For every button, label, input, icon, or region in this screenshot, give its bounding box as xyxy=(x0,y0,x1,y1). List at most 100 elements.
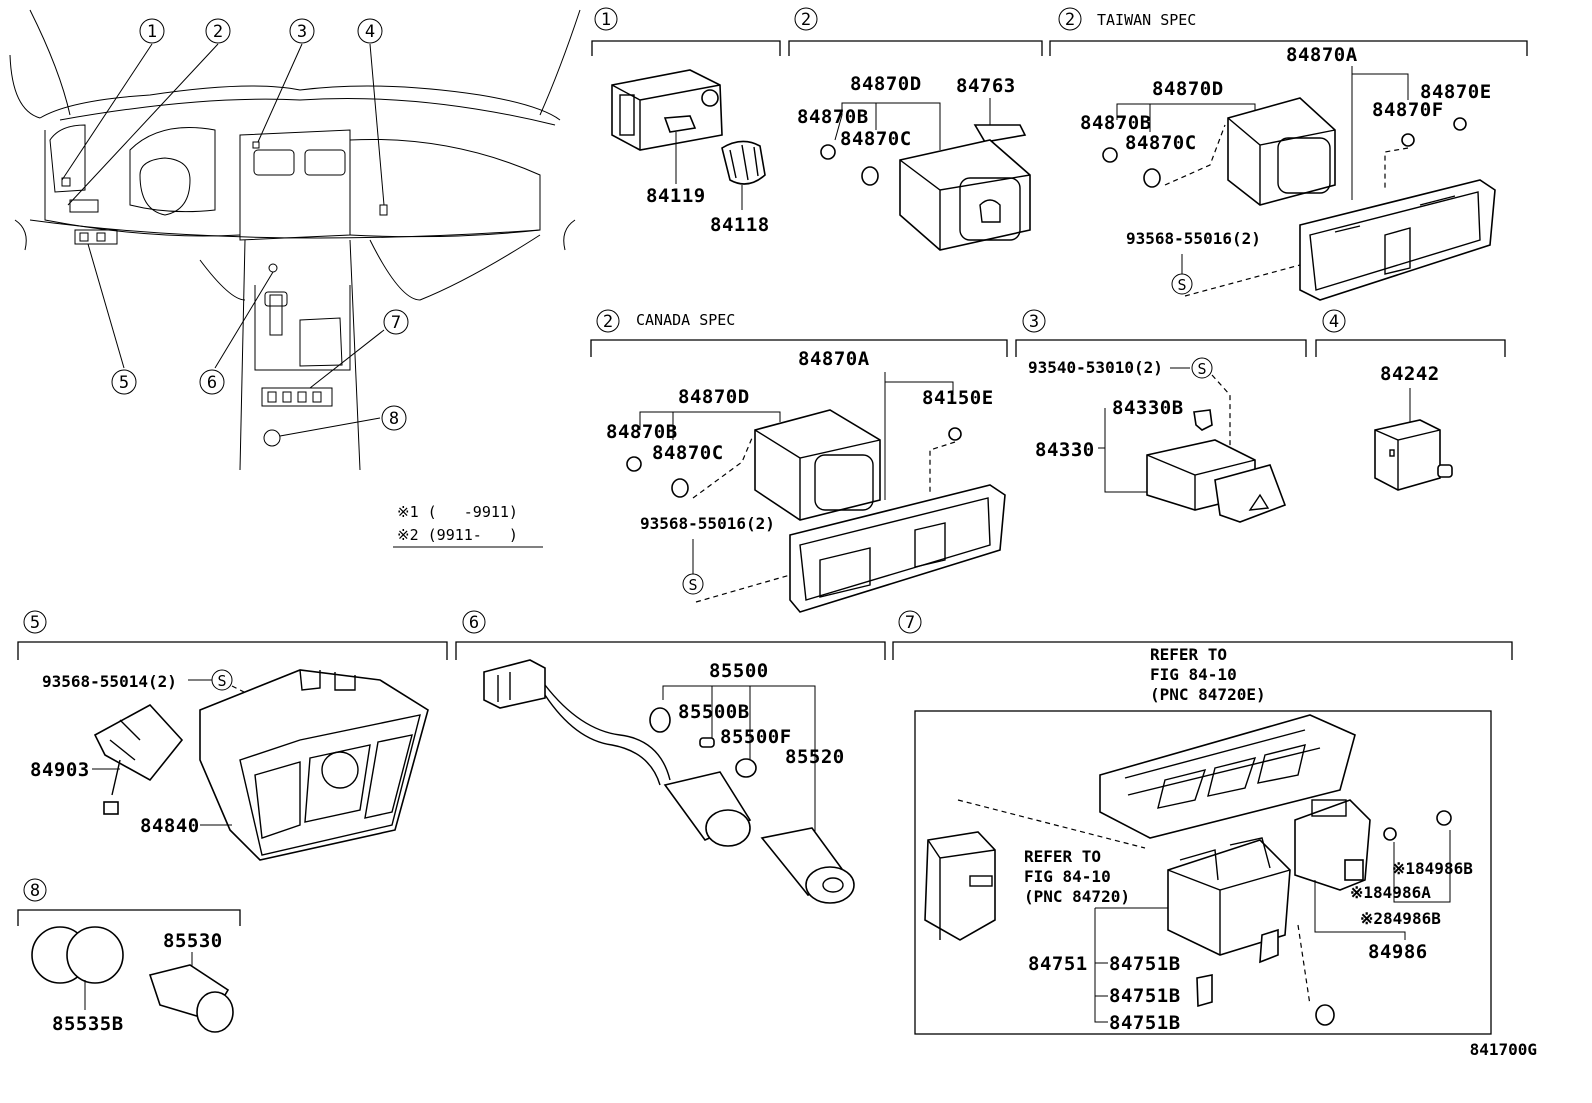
part-label: (PNC 84720E) xyxy=(1150,685,1266,704)
part-label: 2 xyxy=(213,22,223,42)
section-2-taiwan: 2 TAIWAN SPEC 84870A 84870D 84870E 84870… xyxy=(1049,7,1528,301)
part-label: ※184986B xyxy=(1392,859,1473,878)
part-label: 84870E xyxy=(1420,81,1492,103)
part-label: ※284986B xyxy=(1360,909,1441,928)
part-label: FIG 84-10 xyxy=(1024,867,1111,886)
callout-2: 2 xyxy=(205,18,231,44)
part-label: REFER TO xyxy=(1024,847,1101,866)
part-label: 84330 xyxy=(1035,439,1095,461)
part-label: 2 xyxy=(801,10,811,30)
callout-1: 1 xyxy=(139,18,165,44)
bezel-84840 xyxy=(199,669,429,861)
switch-84870D-tw xyxy=(1227,97,1336,206)
part-label: 2 xyxy=(603,312,613,332)
part-label: 84870A xyxy=(798,348,870,370)
ring-85535B xyxy=(66,926,124,984)
part-label: 3 xyxy=(1029,312,1039,332)
callout-4: 4 xyxy=(357,18,383,44)
switch-84720 xyxy=(924,831,996,941)
switch-84119 xyxy=(611,69,723,151)
part-label: 84870B xyxy=(1080,112,1152,134)
part-label: 84840 xyxy=(140,815,200,837)
switch-84870D-ca xyxy=(754,409,881,521)
part-label: 93568-55016(2) xyxy=(1126,229,1261,248)
part-label: 84870B xyxy=(606,421,678,443)
part-label: 2 xyxy=(1065,10,1075,30)
section-5: 5 93568-55014(2) S 84903 84840 xyxy=(17,610,448,861)
part-label: S xyxy=(1177,276,1186,294)
part-label: S xyxy=(688,576,697,594)
part-label: 84118 xyxy=(710,214,770,236)
section-2-canada: 2 CANADA SPEC 84870A 84870D 84150E 84870… xyxy=(590,309,1008,613)
part-label: REFER TO xyxy=(1150,645,1227,664)
part-label: 84751 xyxy=(1028,953,1088,975)
part-label: (PNC 84720) xyxy=(1024,887,1130,906)
part-label: 93568-55014(2) xyxy=(42,672,177,691)
part-label: 84763 xyxy=(956,75,1016,97)
part-label: S xyxy=(1197,360,1206,378)
part-label: 85500B xyxy=(678,701,750,723)
part-label: FIG 84-10 xyxy=(1150,665,1237,684)
part-label: 84119 xyxy=(646,185,706,207)
part-label: 6 xyxy=(207,373,217,393)
part-label: 84751B xyxy=(1109,985,1181,1007)
callout-6: 6 xyxy=(199,369,225,395)
part-label: 84870C xyxy=(652,442,724,464)
part-label: ※2 (9911- ) xyxy=(397,526,518,544)
switch-84242 xyxy=(1374,419,1441,491)
part-label: ※184986A xyxy=(1350,883,1431,902)
part-label: 84870B xyxy=(797,106,869,128)
part-label: 4 xyxy=(1329,312,1339,332)
part-label: 85520 xyxy=(785,746,845,768)
part-label: S xyxy=(217,672,226,690)
part-label: 1 xyxy=(147,22,157,42)
part-label: 85500F xyxy=(720,726,792,748)
part-label: 3 xyxy=(297,22,307,42)
section-6: 6 85500 85500B 85500F 85520 xyxy=(455,610,886,904)
panel-84870A-tw xyxy=(1299,179,1496,301)
part-label: 84870C xyxy=(1125,132,1197,154)
part-label: 5 xyxy=(30,613,40,633)
part-label: 84903 xyxy=(30,759,90,781)
part-label: CANADA SPEC xyxy=(636,311,735,329)
part-label: 93540-53010(2) xyxy=(1028,358,1163,377)
section-8: 8 85530 85535B xyxy=(17,878,241,1035)
part-label: 84330B xyxy=(1112,397,1184,419)
part-label: 7 xyxy=(905,613,915,633)
callout-8: 8 xyxy=(381,405,407,431)
part-label: 6 xyxy=(469,613,479,633)
part-label: 84986 xyxy=(1368,941,1428,963)
part-label: 84870A xyxy=(1286,44,1358,66)
callout-5: 5 xyxy=(111,369,137,395)
callout-7: 7 xyxy=(383,309,409,335)
socket-84903 xyxy=(93,703,184,782)
section-2: 2 84870D 84763 84870B 84870C xyxy=(788,7,1043,251)
section-7: 7 REFER TO FIG 84-10 (PNC 84720E) REFER … xyxy=(892,610,1513,1035)
section-1: 1 84119 84118 xyxy=(591,7,781,236)
part-label: 84150E xyxy=(922,387,994,409)
callout-3: 3 xyxy=(289,18,315,44)
knob-84118 xyxy=(721,140,766,185)
figure-code: 841700G xyxy=(1470,1040,1537,1059)
part-label: 8 xyxy=(389,409,399,429)
part-label: 84870C xyxy=(840,128,912,150)
section-4: 4 84242 xyxy=(1315,309,1506,491)
part-label: 85500 xyxy=(709,660,769,682)
part-label: 93568-55016(2) xyxy=(640,514,775,533)
part-label: 84242 xyxy=(1380,363,1440,385)
dashboard-overview: 1 2 3 4 5 6 7 8 xyxy=(9,9,581,471)
part-label: 84870F xyxy=(1372,99,1444,121)
switch-84751 xyxy=(1167,839,1291,956)
connector xyxy=(483,659,546,709)
part-label: 84751B xyxy=(1109,953,1181,975)
switch-84870D xyxy=(899,139,1031,251)
part-label: 84870D xyxy=(1152,78,1224,100)
part-label: 84870D xyxy=(850,73,922,95)
part-label: 4 xyxy=(365,22,375,42)
part-label: 7 xyxy=(391,313,401,333)
part-label: 8 xyxy=(30,881,40,901)
part-label: 85530 xyxy=(163,930,223,952)
section-3: 3 93540-53010(2) S 84330B 84330 xyxy=(1015,309,1307,523)
